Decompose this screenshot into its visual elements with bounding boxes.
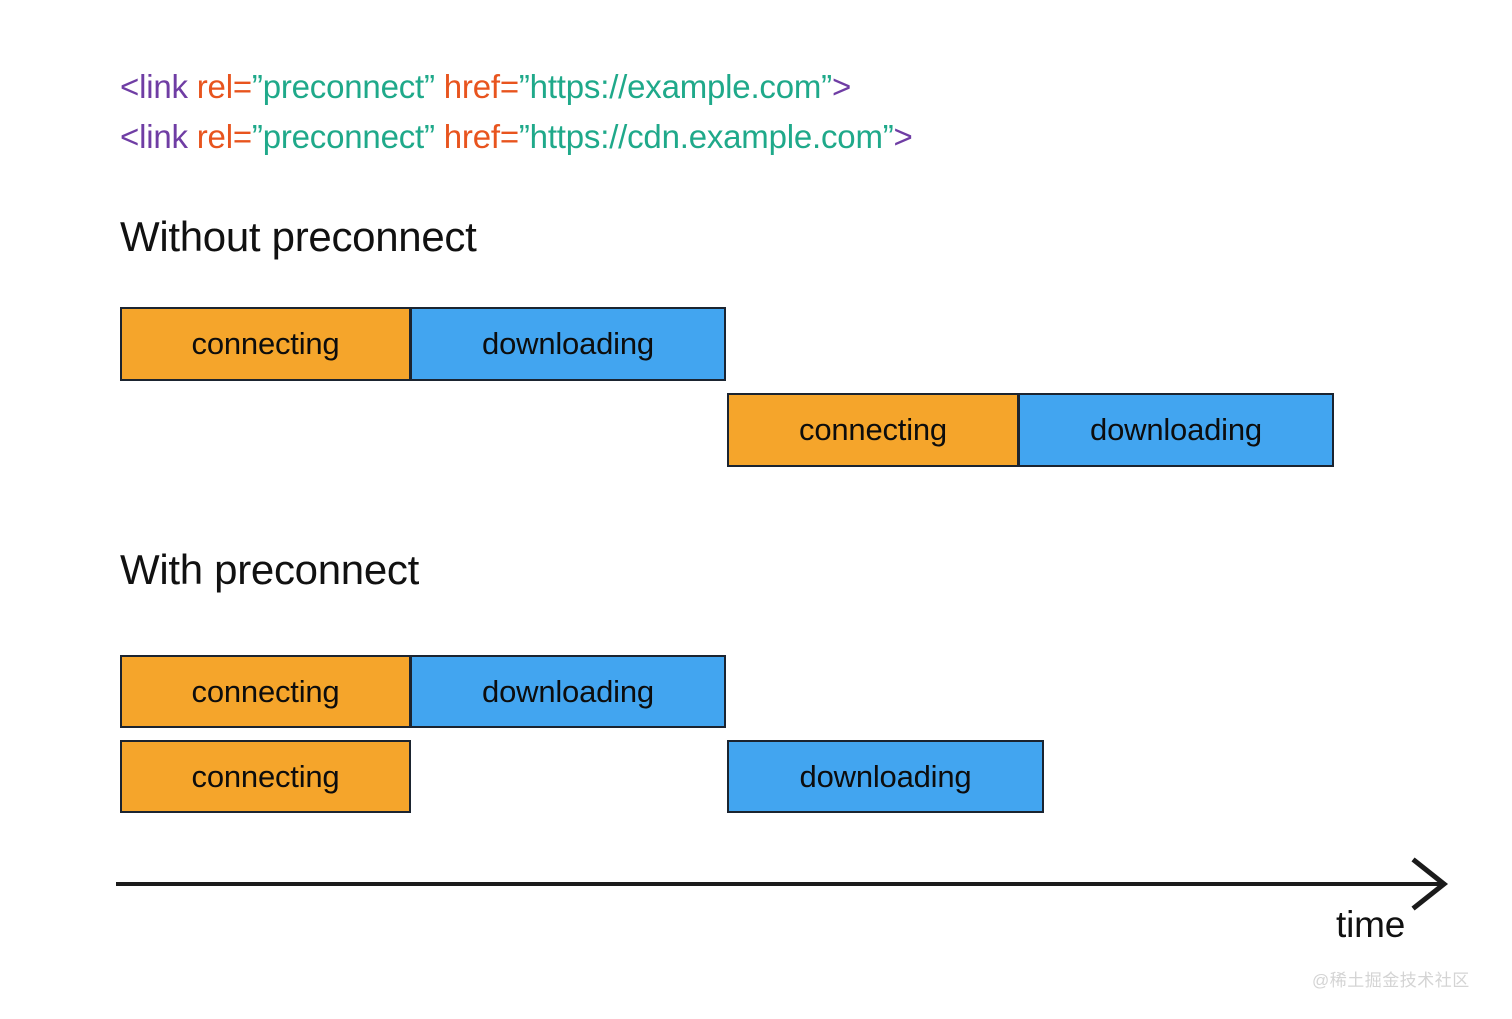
- code-token-attr-rel: rel=: [187, 118, 252, 155]
- bar-segment-downloading: downloading: [727, 740, 1044, 813]
- bar-segment-downloading: downloading: [1018, 393, 1334, 467]
- bar-segment-downloading: downloading: [410, 655, 726, 728]
- code-line-1: <link rel=”preconnect” href=”https://exa…: [120, 62, 913, 112]
- section-heading-without-preconnect: Without preconnect: [120, 213, 477, 260]
- bar-segment-connecting: connecting: [727, 393, 1019, 467]
- bar-segment-connecting: connecting: [120, 307, 411, 381]
- code-token-value-href: ”https://example.com”: [518, 68, 832, 105]
- arrow-right-icon: [116, 857, 1449, 911]
- bar-segment-connecting: connecting: [120, 740, 411, 813]
- time-axis: [110, 855, 1460, 915]
- code-token-attr-rel: rel=: [187, 68, 252, 105]
- time-axis-label: time: [1336, 904, 1406, 945]
- code-token-value-rel: ”preconnect”: [251, 68, 435, 105]
- bar-segment-downloading: downloading: [410, 307, 726, 381]
- code-token-tag-close: >: [831, 68, 852, 105]
- bar-segment-connecting: connecting: [120, 655, 411, 728]
- code-token-attr-href: href=: [434, 118, 519, 155]
- code-line-2: <link rel=”preconnect” href=”https://cdn…: [120, 112, 913, 162]
- code-token-tag-close: >: [893, 118, 913, 155]
- section-heading-with-preconnect: With preconnect: [120, 546, 419, 593]
- watermark: @稀土掘金技术社区: [1312, 971, 1470, 990]
- code-token-attr-href: href=: [434, 68, 519, 105]
- code-token-tag: <link: [120, 118, 188, 155]
- code-token-tag: <link: [120, 68, 188, 105]
- code-token-value-href: ”https://cdn.example.com”: [518, 118, 894, 155]
- code-snippet: <link rel=”preconnect” href=”https://exa…: [120, 62, 913, 162]
- code-token-value-rel: ”preconnect”: [251, 118, 435, 155]
